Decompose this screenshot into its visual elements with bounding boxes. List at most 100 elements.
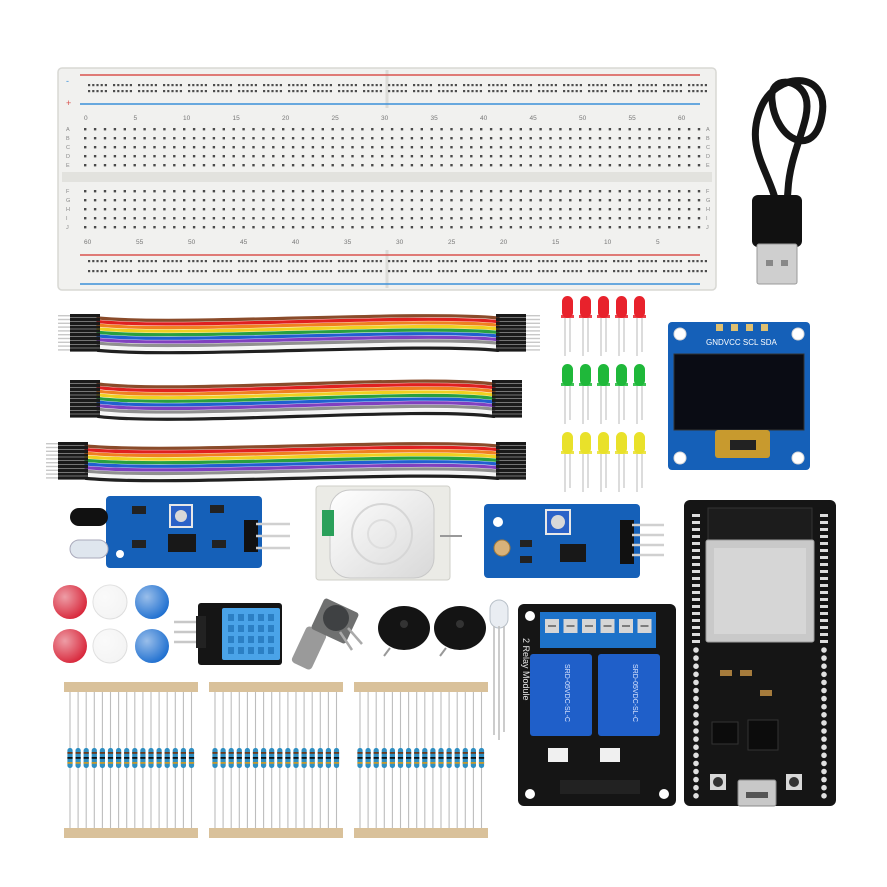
terminal-hole bbox=[262, 208, 265, 211]
rail-hole bbox=[429, 270, 432, 273]
terminal-hole bbox=[113, 199, 117, 202]
jumper-wire bbox=[84, 470, 500, 479]
dht11-vent bbox=[258, 647, 264, 654]
rail-hole bbox=[175, 84, 178, 87]
terminal-hole bbox=[697, 164, 701, 167]
esp32-smd-b bbox=[740, 670, 752, 676]
resistor-band bbox=[373, 762, 379, 764]
terminal-hole bbox=[608, 226, 612, 229]
terminal-hole bbox=[489, 146, 493, 149]
rail-hole bbox=[425, 260, 428, 263]
wire-housing-left bbox=[70, 336, 100, 341]
terminal-hole bbox=[163, 155, 166, 158]
resistor-band bbox=[228, 762, 234, 764]
rail-hole bbox=[521, 270, 524, 273]
rail-hole bbox=[125, 84, 128, 87]
rail-hole bbox=[496, 84, 499, 87]
terminal-hole bbox=[450, 128, 453, 131]
rail-hole bbox=[279, 260, 282, 263]
resistor-band bbox=[132, 752, 138, 754]
terminal-hole bbox=[400, 208, 404, 211]
terminal-hole bbox=[509, 146, 513, 149]
terminal-hole bbox=[232, 217, 235, 220]
esp32-pin-label-left bbox=[692, 521, 700, 524]
rail-hole bbox=[167, 84, 170, 87]
resistor-band bbox=[261, 762, 267, 764]
rail-hole bbox=[313, 270, 316, 273]
terminal-hole bbox=[687, 217, 691, 220]
rail-hole bbox=[292, 260, 295, 263]
rail-hole bbox=[438, 260, 441, 263]
column-number-bottom: 15 bbox=[552, 239, 560, 246]
resistor-band bbox=[414, 752, 420, 754]
rail-hole bbox=[438, 84, 441, 87]
terminal-hole bbox=[242, 199, 245, 202]
terminal-hole bbox=[93, 217, 97, 220]
rail-hole bbox=[342, 260, 345, 263]
rail-hole bbox=[142, 270, 145, 273]
terminal-hole bbox=[480, 155, 483, 158]
terminal-hole bbox=[103, 226, 107, 229]
rail-hole bbox=[413, 84, 416, 87]
terminal-hole bbox=[509, 137, 513, 140]
terminal-hole bbox=[559, 155, 562, 158]
terminal-hole bbox=[529, 137, 532, 140]
rail-hole bbox=[625, 260, 628, 263]
terminal-hole bbox=[539, 217, 542, 220]
rail-hole bbox=[575, 260, 578, 263]
terminal-hole bbox=[569, 217, 572, 220]
rail-hole bbox=[554, 90, 557, 93]
terminal-hole bbox=[470, 190, 473, 193]
terminal-hole bbox=[678, 155, 681, 158]
terminal-hole bbox=[272, 164, 275, 167]
terminal-hole bbox=[341, 146, 344, 149]
resistor-band bbox=[430, 752, 436, 754]
rail-hole bbox=[142, 84, 145, 87]
terminal-hole bbox=[301, 208, 305, 211]
dht11-vent bbox=[228, 614, 234, 621]
terminal-hole bbox=[84, 226, 87, 229]
rail-hole bbox=[550, 260, 553, 263]
wire-housing-left bbox=[70, 406, 100, 410]
rail-hole bbox=[200, 270, 203, 273]
rail-hole bbox=[129, 84, 132, 87]
rail-hole bbox=[629, 90, 632, 93]
rail-hole bbox=[525, 270, 528, 273]
jumper-wire bbox=[84, 460, 500, 468]
terminal-hole bbox=[509, 155, 513, 158]
oled-pin-1 bbox=[716, 324, 723, 331]
terminal-hole bbox=[222, 208, 225, 211]
terminal-hole bbox=[301, 199, 305, 202]
terminal-hole bbox=[242, 137, 245, 140]
rail-hole bbox=[404, 260, 407, 263]
resistor-band bbox=[325, 762, 331, 764]
led-rim bbox=[615, 383, 628, 386]
terminal-hole bbox=[668, 164, 671, 167]
resistor-tape-bottom bbox=[209, 828, 343, 838]
terminal-hole bbox=[242, 155, 245, 158]
terminal-hole bbox=[400, 199, 404, 202]
rail-hole bbox=[304, 270, 307, 273]
terminal-hole bbox=[252, 146, 255, 149]
terminal-hole bbox=[648, 137, 651, 140]
terminal-hole bbox=[272, 190, 275, 193]
terminal-hole bbox=[232, 164, 235, 167]
rail-hole bbox=[463, 270, 466, 273]
terminal-hole bbox=[123, 217, 126, 220]
terminal-hole bbox=[549, 137, 552, 140]
terminal-hole bbox=[371, 226, 374, 229]
terminal-hole bbox=[143, 226, 146, 229]
terminal-hole bbox=[321, 217, 324, 220]
rail-hole bbox=[304, 84, 307, 87]
terminal-hole bbox=[390, 199, 394, 202]
jumper-wire bbox=[96, 390, 496, 400]
terminal-hole bbox=[262, 137, 265, 140]
terminal-hole bbox=[648, 128, 651, 131]
esp32-pin-label-left bbox=[692, 584, 700, 587]
terminal-hole bbox=[173, 217, 176, 220]
terminal-hole bbox=[628, 208, 631, 211]
rail-hole bbox=[317, 260, 320, 263]
terminal-hole bbox=[183, 208, 186, 211]
terminal-hole bbox=[658, 217, 661, 220]
rail-hole bbox=[488, 84, 491, 87]
